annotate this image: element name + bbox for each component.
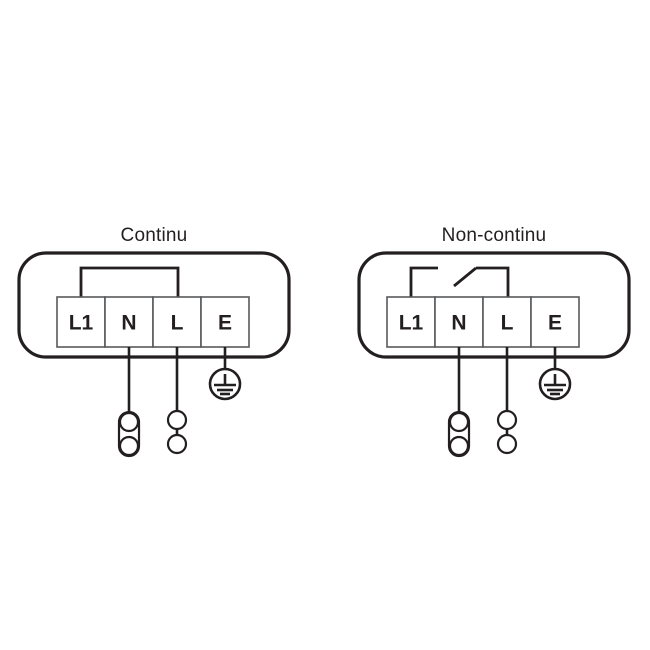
earth-symbol-non-continu [538,347,572,401]
terminal-label-e: E [218,312,232,335]
bridge-closed-path [79,266,180,297]
panel-continu: L1 N L E [17,251,291,458]
bridge-open-right-arm [476,266,510,297]
terminal-box-e[interactable] [530,296,580,348]
lead-end-circle-neutral-bottom [448,435,470,457]
terminal-label-l: L [171,312,184,335]
terminal-label-l1: L1 [399,312,424,335]
bridge-link-non-continu[interactable] [409,266,510,297]
lead-end-circle-line-bottom [166,433,188,455]
lead-end-circle-neutral-bottom [118,435,140,457]
terminal-block-non-continu: L1 N L E [386,296,580,348]
terminal-box-l1[interactable] [386,296,436,348]
lead-end-circle-line-top [166,409,188,431]
lead-end-circle-line-bottom [496,433,518,455]
terminal-label-l: L [501,312,514,335]
bridge-open-left-arm [409,266,438,297]
terminal-label-l1: L1 [69,312,94,335]
terminal-label-n: N [121,312,136,335]
lead-neutral-continu [117,347,141,458]
panel-non-continu: L1 N L E [357,251,631,458]
bridge-open-switch-blade [453,266,477,288]
panel-title-continu: Continu [120,225,188,246]
terminal-label-e: E [548,312,562,335]
lead-end-circle-line-top [496,409,518,431]
terminal-label-n: N [451,312,466,335]
lead-line-non-continu [496,347,518,455]
terminal-box-l1[interactable] [56,296,106,348]
lead-line-continu [166,347,188,455]
lead-end-circle-neutral-top [118,411,140,433]
terminal-box-n[interactable] [434,296,484,348]
earth-symbol-continu [208,347,242,401]
terminal-box-n[interactable] [104,296,154,348]
bridge-link-continu[interactable] [79,266,180,297]
lead-end-circle-neutral-top [448,411,470,433]
lead-neutral-non-continu [447,347,471,458]
terminal-block-continu: L1 N L E [56,296,250,348]
panel-title-non-continu: Non-continu [441,225,547,246]
